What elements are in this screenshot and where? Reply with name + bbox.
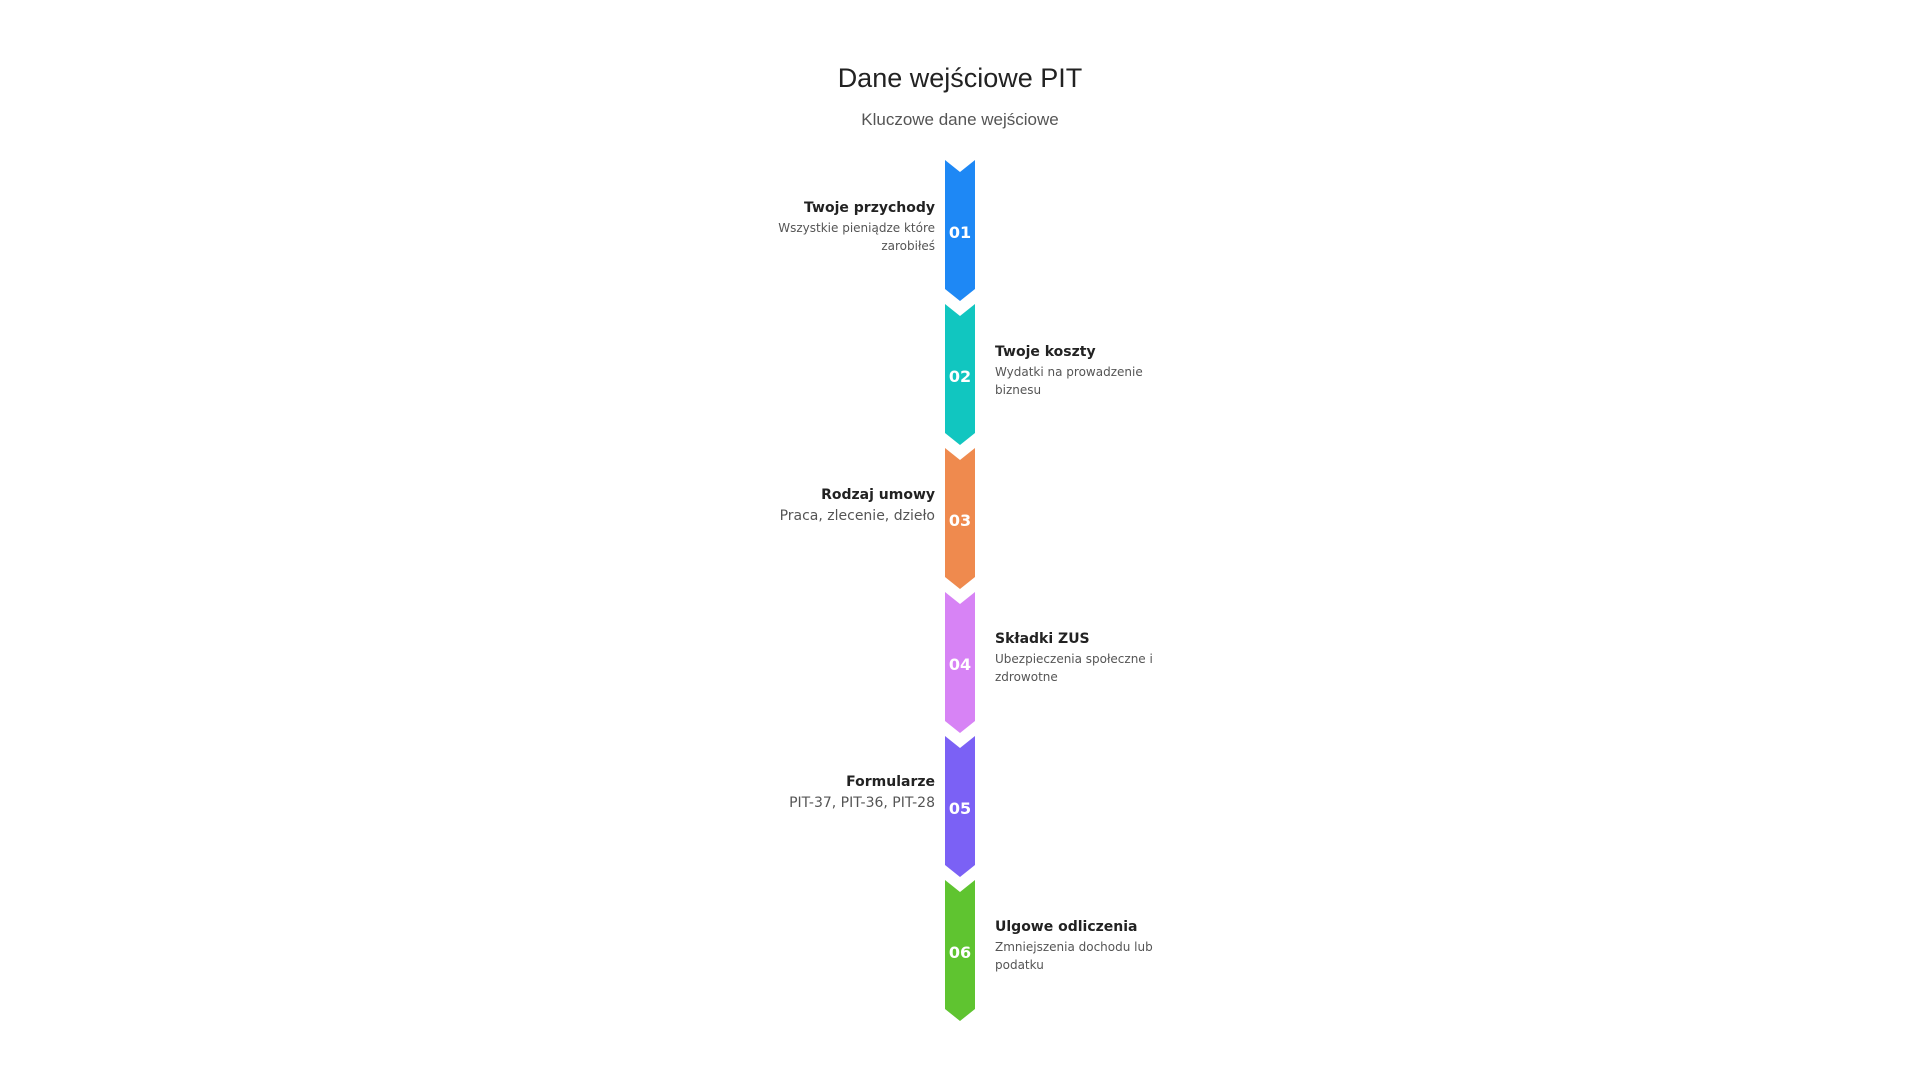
step-number-4: 04 xyxy=(949,655,971,674)
step-label-6: Ulgowe odliczenia Zmniejszenia dochodu l… xyxy=(995,918,1165,974)
step-number-5: 05 xyxy=(949,799,971,818)
chevron-step-2 xyxy=(945,304,975,445)
chevron-step-3 xyxy=(945,448,975,589)
chevron-step-4 xyxy=(945,592,975,733)
step-description: Praca, zlecenie, dzieło xyxy=(779,508,935,524)
step-heading: Formularze xyxy=(846,774,935,790)
step-label-2: Twoje koszty Wydatki na prowadzenie bizn… xyxy=(995,343,1165,399)
step-heading: Twoje przychody xyxy=(804,200,935,216)
step-number-3: 03 xyxy=(949,511,971,530)
step-number-2: 02 xyxy=(949,367,971,386)
step-description: Wydatki na prowadzenie biznesu xyxy=(995,365,1143,397)
step-label-1: Twoje przychody Wszystkie pieniądze któr… xyxy=(765,199,935,255)
step-label-4: Składki ZUS Ubezpieczenia społeczne i zd… xyxy=(995,630,1165,686)
chevron-step-5 xyxy=(945,736,975,877)
step-description: Wszystkie pieniądze które zarobiłeś xyxy=(778,221,935,253)
step-heading: Rodzaj umowy xyxy=(821,487,935,503)
chevron-step-6 xyxy=(945,880,975,1021)
step-description: Ubezpieczenia społeczne i zdrowotne xyxy=(995,652,1153,684)
step-description: Zmniejszenia dochodu lub podatku xyxy=(995,940,1153,972)
step-description: PIT-37, PIT-36, PIT-28 xyxy=(789,795,935,811)
step-label-3: Rodzaj umowy Praca, zlecenie, dzieło xyxy=(765,486,935,526)
step-heading: Składki ZUS xyxy=(995,631,1090,647)
step-number-1: 01 xyxy=(949,223,971,242)
diagram-subtitle: Kluczowe dane wejściowe xyxy=(861,110,1059,129)
diagram-title: Dane wejściowe PIT xyxy=(837,63,1083,93)
step-label-5: Formularze PIT-37, PIT-36, PIT-28 xyxy=(765,773,935,813)
chevron-step-1 xyxy=(945,160,975,301)
step-number-6: 06 xyxy=(949,943,971,962)
step-heading: Ulgowe odliczenia xyxy=(995,919,1138,935)
step-heading: Twoje koszty xyxy=(995,344,1096,360)
